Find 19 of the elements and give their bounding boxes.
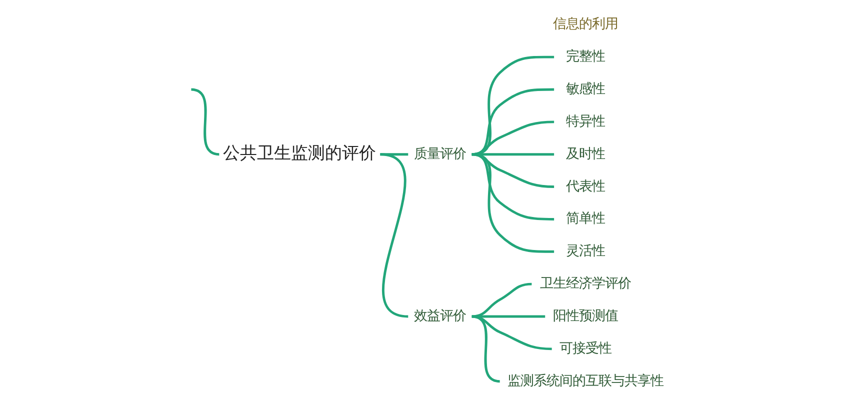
node-text: 阳性预测值 [552, 308, 618, 324]
connector [379, 152, 408, 318]
label: 信息的利用 [552, 16, 618, 32]
connector [190, 88, 219, 156]
node-text: 可接受性 [558, 340, 611, 356]
node-text: 灵活性 [565, 244, 604, 259]
node-text: 代表性 [565, 178, 604, 194]
connector [471, 282, 532, 318]
node-text: 公共卫生监测的评价 [222, 142, 376, 162]
node-text: 卫生经济学评价 [539, 276, 630, 292]
node-text: 及时性 [565, 146, 604, 162]
node-text: 完整性 [565, 49, 604, 64]
node-text: 效益评价 [414, 308, 466, 324]
connector [471, 152, 554, 252]
node-text: 简单性 [565, 211, 604, 226]
node-text: 质量评价 [414, 146, 466, 162]
node-text: 特异性 [565, 114, 604, 129]
node-text: 敏感性 [565, 81, 604, 96]
node-text: 监测系统间的互联与共享性 [506, 373, 663, 388]
